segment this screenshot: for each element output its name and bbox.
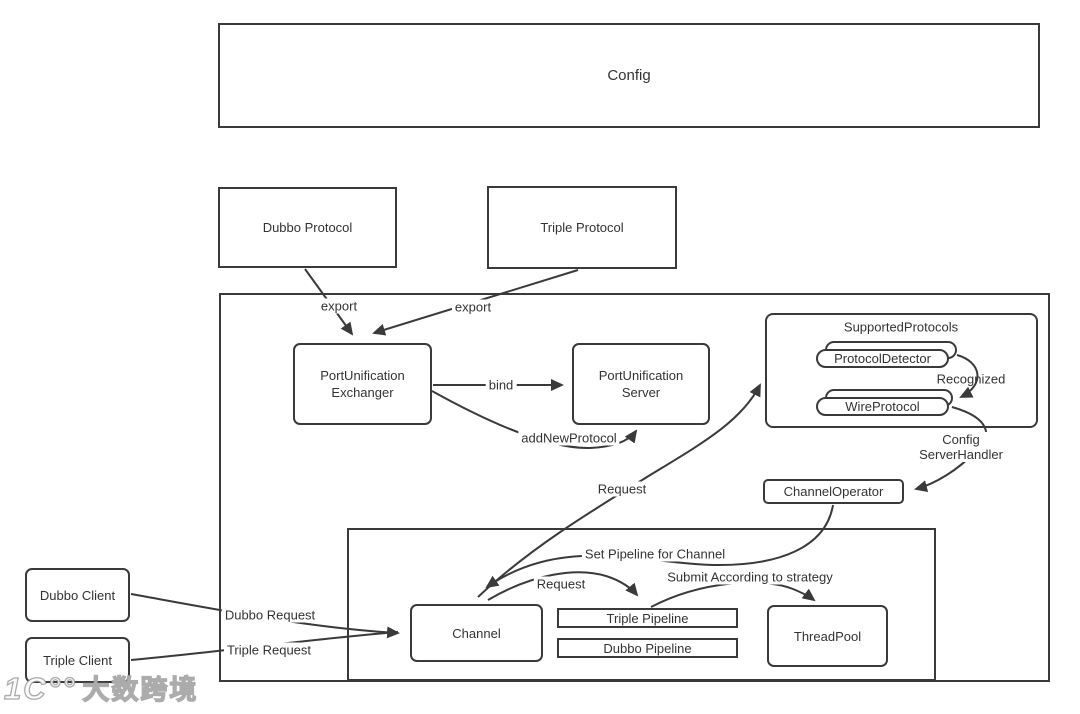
protocol-detector-label: ProtocolDetector	[834, 351, 931, 366]
dubbo-client-label: Dubbo Client	[39, 587, 116, 603]
request-low-label: Request	[533, 576, 589, 592]
recognized-label: Recognized	[936, 371, 1006, 387]
thread-pool-label: ThreadPool	[793, 628, 862, 644]
export-triple-label: export	[451, 299, 495, 315]
triple-client-label: Triple Client	[43, 652, 112, 668]
channel-operator-label: ChannelOperator	[783, 484, 884, 499]
port-unification-server-box: PortUnification Server	[572, 343, 710, 425]
dubbo-request-label: Dubbo Request	[221, 607, 319, 623]
dubbo-protocol-box: Dubbo Protocol	[218, 187, 397, 268]
dubbo-client-box: Dubbo Client	[25, 568, 130, 622]
triple-pipeline-label: Triple Pipeline	[606, 610, 689, 626]
edge-recognized	[956, 354, 979, 398]
wire-protocol-label: WireProtocol	[845, 399, 920, 414]
config-serverhandler-line1: Config	[942, 432, 980, 447]
thread-pool-box: ThreadPool	[767, 605, 888, 667]
edge-request-up	[477, 383, 761, 598]
triple-protocol-box: Triple Protocol	[487, 186, 677, 269]
config-serverhandler-line2: ServerHandler	[919, 447, 1003, 462]
exchanger-line2: Exchanger	[331, 385, 394, 400]
channel-operator-box: ChannelOperator	[763, 479, 904, 504]
port-unification-exchanger-box: PortUnification Exchanger	[293, 343, 432, 425]
add-new-protocol-label: addNewProtocol	[518, 430, 620, 446]
request-up-label: Request	[594, 481, 650, 497]
submit-label: Submit According to strategy	[664, 569, 836, 585]
supported-protocols-label: SupportedProtocols	[843, 319, 959, 335]
supported-protocols-box	[765, 313, 1038, 428]
edge-add-new-protocol	[431, 390, 638, 450]
dubbo-pipeline-box: Dubbo Pipeline	[557, 638, 738, 658]
port-unification-exchanger-label: PortUnification Exchanger	[320, 367, 405, 401]
triple-pipeline-box: Triple Pipeline	[557, 608, 738, 628]
server-line1: PortUnification	[598, 368, 684, 383]
server-container-box	[219, 293, 1050, 682]
triple-request-label: Triple Request	[223, 642, 315, 658]
dubbo-protocol-label: Dubbo Protocol	[262, 220, 353, 235]
watermark-logo: 1C°°	[3, 670, 77, 706]
edge-set-pipeline	[485, 504, 834, 589]
triple-protocol-label: Triple Protocol	[540, 220, 624, 235]
watermark: 1C°° 大数跨境	[3, 668, 199, 707]
config-label: Config	[607, 67, 651, 84]
channel-box: Channel	[410, 604, 543, 662]
triple-client-box: Triple Client	[25, 637, 130, 683]
set-pipeline-label: Set Pipeline for Channel	[581, 546, 729, 562]
channel-container-box	[347, 528, 936, 681]
export-dubbo-label: export	[317, 298, 361, 314]
exchanger-line1: PortUnification	[320, 368, 405, 383]
edge-submit	[650, 581, 816, 608]
watermark-text: 大数跨境	[82, 674, 199, 705]
server-line2: Server	[621, 385, 661, 400]
config-box: Config	[218, 23, 1040, 128]
wire-protocol-pill: WireProtocol	[816, 397, 949, 416]
bind-label: bind	[485, 377, 517, 393]
dubbo-pipeline-label: Dubbo Pipeline	[603, 640, 692, 656]
edge-request-low	[487, 571, 639, 601]
config-serverhandler-label: Config ServerHandler	[916, 432, 1006, 462]
channel-label: Channel	[452, 625, 501, 641]
port-unification-server-label: PortUnification Server	[599, 367, 684, 401]
protocol-detector-pill: ProtocolDetector	[816, 349, 949, 368]
